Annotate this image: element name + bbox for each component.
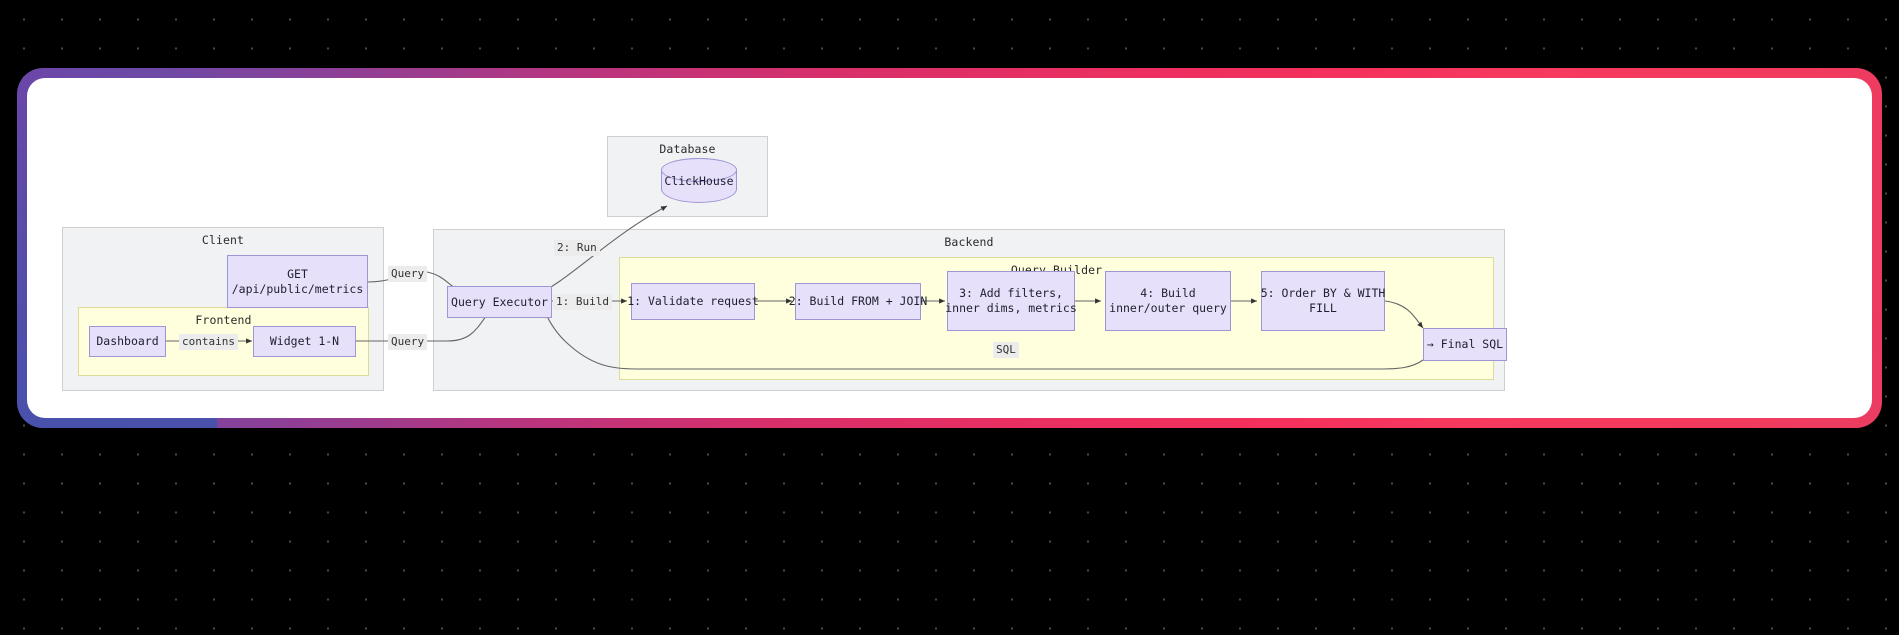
edge-label-sql: SQL bbox=[993, 342, 1019, 358]
edge-label-query-top: Query bbox=[388, 266, 428, 282]
subgraph-frontend-label: Frontend bbox=[195, 313, 252, 327]
node-widget[interactable]: Widget 1-N bbox=[253, 326, 356, 357]
edge-layer bbox=[166, 205, 1424, 370]
node-widget-label: Widget 1-N bbox=[269, 334, 340, 348]
node-step-4[interactable]: 4: Build inner/outer query bbox=[1105, 271, 1231, 331]
node-step-3-line1: 3: Add filters, bbox=[959, 286, 1063, 300]
subgraph-database-label: Database bbox=[659, 142, 716, 156]
node-dashboard-label: Dashboard bbox=[96, 334, 159, 348]
node-step-4-line1: 4: Build bbox=[1140, 286, 1196, 300]
node-get-endpoint-line1: GET bbox=[287, 266, 308, 281]
edge-label-run: 2: Run bbox=[554, 240, 600, 256]
edge-label-contains: contains bbox=[179, 334, 238, 350]
node-query-executor-label: Query Executor bbox=[451, 294, 548, 309]
edge-label-query-bottom: Query bbox=[388, 334, 428, 350]
node-clickhouse-label: ClickHouse bbox=[664, 173, 734, 188]
node-step-1-label: 1: Validate request bbox=[627, 294, 759, 308]
node-get-endpoint[interactable]: GET /api/public/metrics bbox=[227, 255, 368, 308]
node-step-2-label: 2: Build FROM + JOIN bbox=[788, 294, 928, 308]
node-dashboard[interactable]: Dashboard bbox=[89, 326, 166, 357]
subgraph-client-label: Client bbox=[201, 233, 245, 247]
node-get-endpoint-line2: /api/public/metrics bbox=[231, 281, 364, 296]
edge-label-build: 1: Build bbox=[553, 294, 612, 310]
node-step-5-line1: 5: Order BY & WITH bbox=[1260, 286, 1386, 300]
node-step-5[interactable]: 5: Order BY & WITH FILL bbox=[1261, 271, 1385, 331]
node-step-4-line2: inner/outer query bbox=[1109, 301, 1227, 315]
node-step-3[interactable]: 3: Add filters, inner dims, metrics bbox=[945, 271, 1077, 331]
subgraph-backend-label: Backend bbox=[944, 235, 994, 249]
gradient-frame: Client Frontend Database Backend Query B… bbox=[17, 68, 1882, 428]
node-final-sql[interactable]: → Final SQL bbox=[1423, 328, 1507, 361]
node-query-executor[interactable]: Query Executor bbox=[447, 286, 552, 318]
node-step-2[interactable]: 2: Build FROM + JOIN bbox=[789, 283, 927, 320]
node-step-3-line2: inner dims, metrics bbox=[945, 301, 1077, 315]
node-step-1[interactable]: 1: Validate request bbox=[627, 283, 759, 320]
node-final-sql-label: → Final SQL bbox=[1426, 337, 1504, 351]
node-step-5-line2: FILL bbox=[1309, 301, 1337, 315]
node-clickhouse[interactable]: ClickHouse bbox=[661, 158, 737, 203]
diagram-canvas: Client Frontend Database Backend Query B… bbox=[27, 78, 1872, 418]
